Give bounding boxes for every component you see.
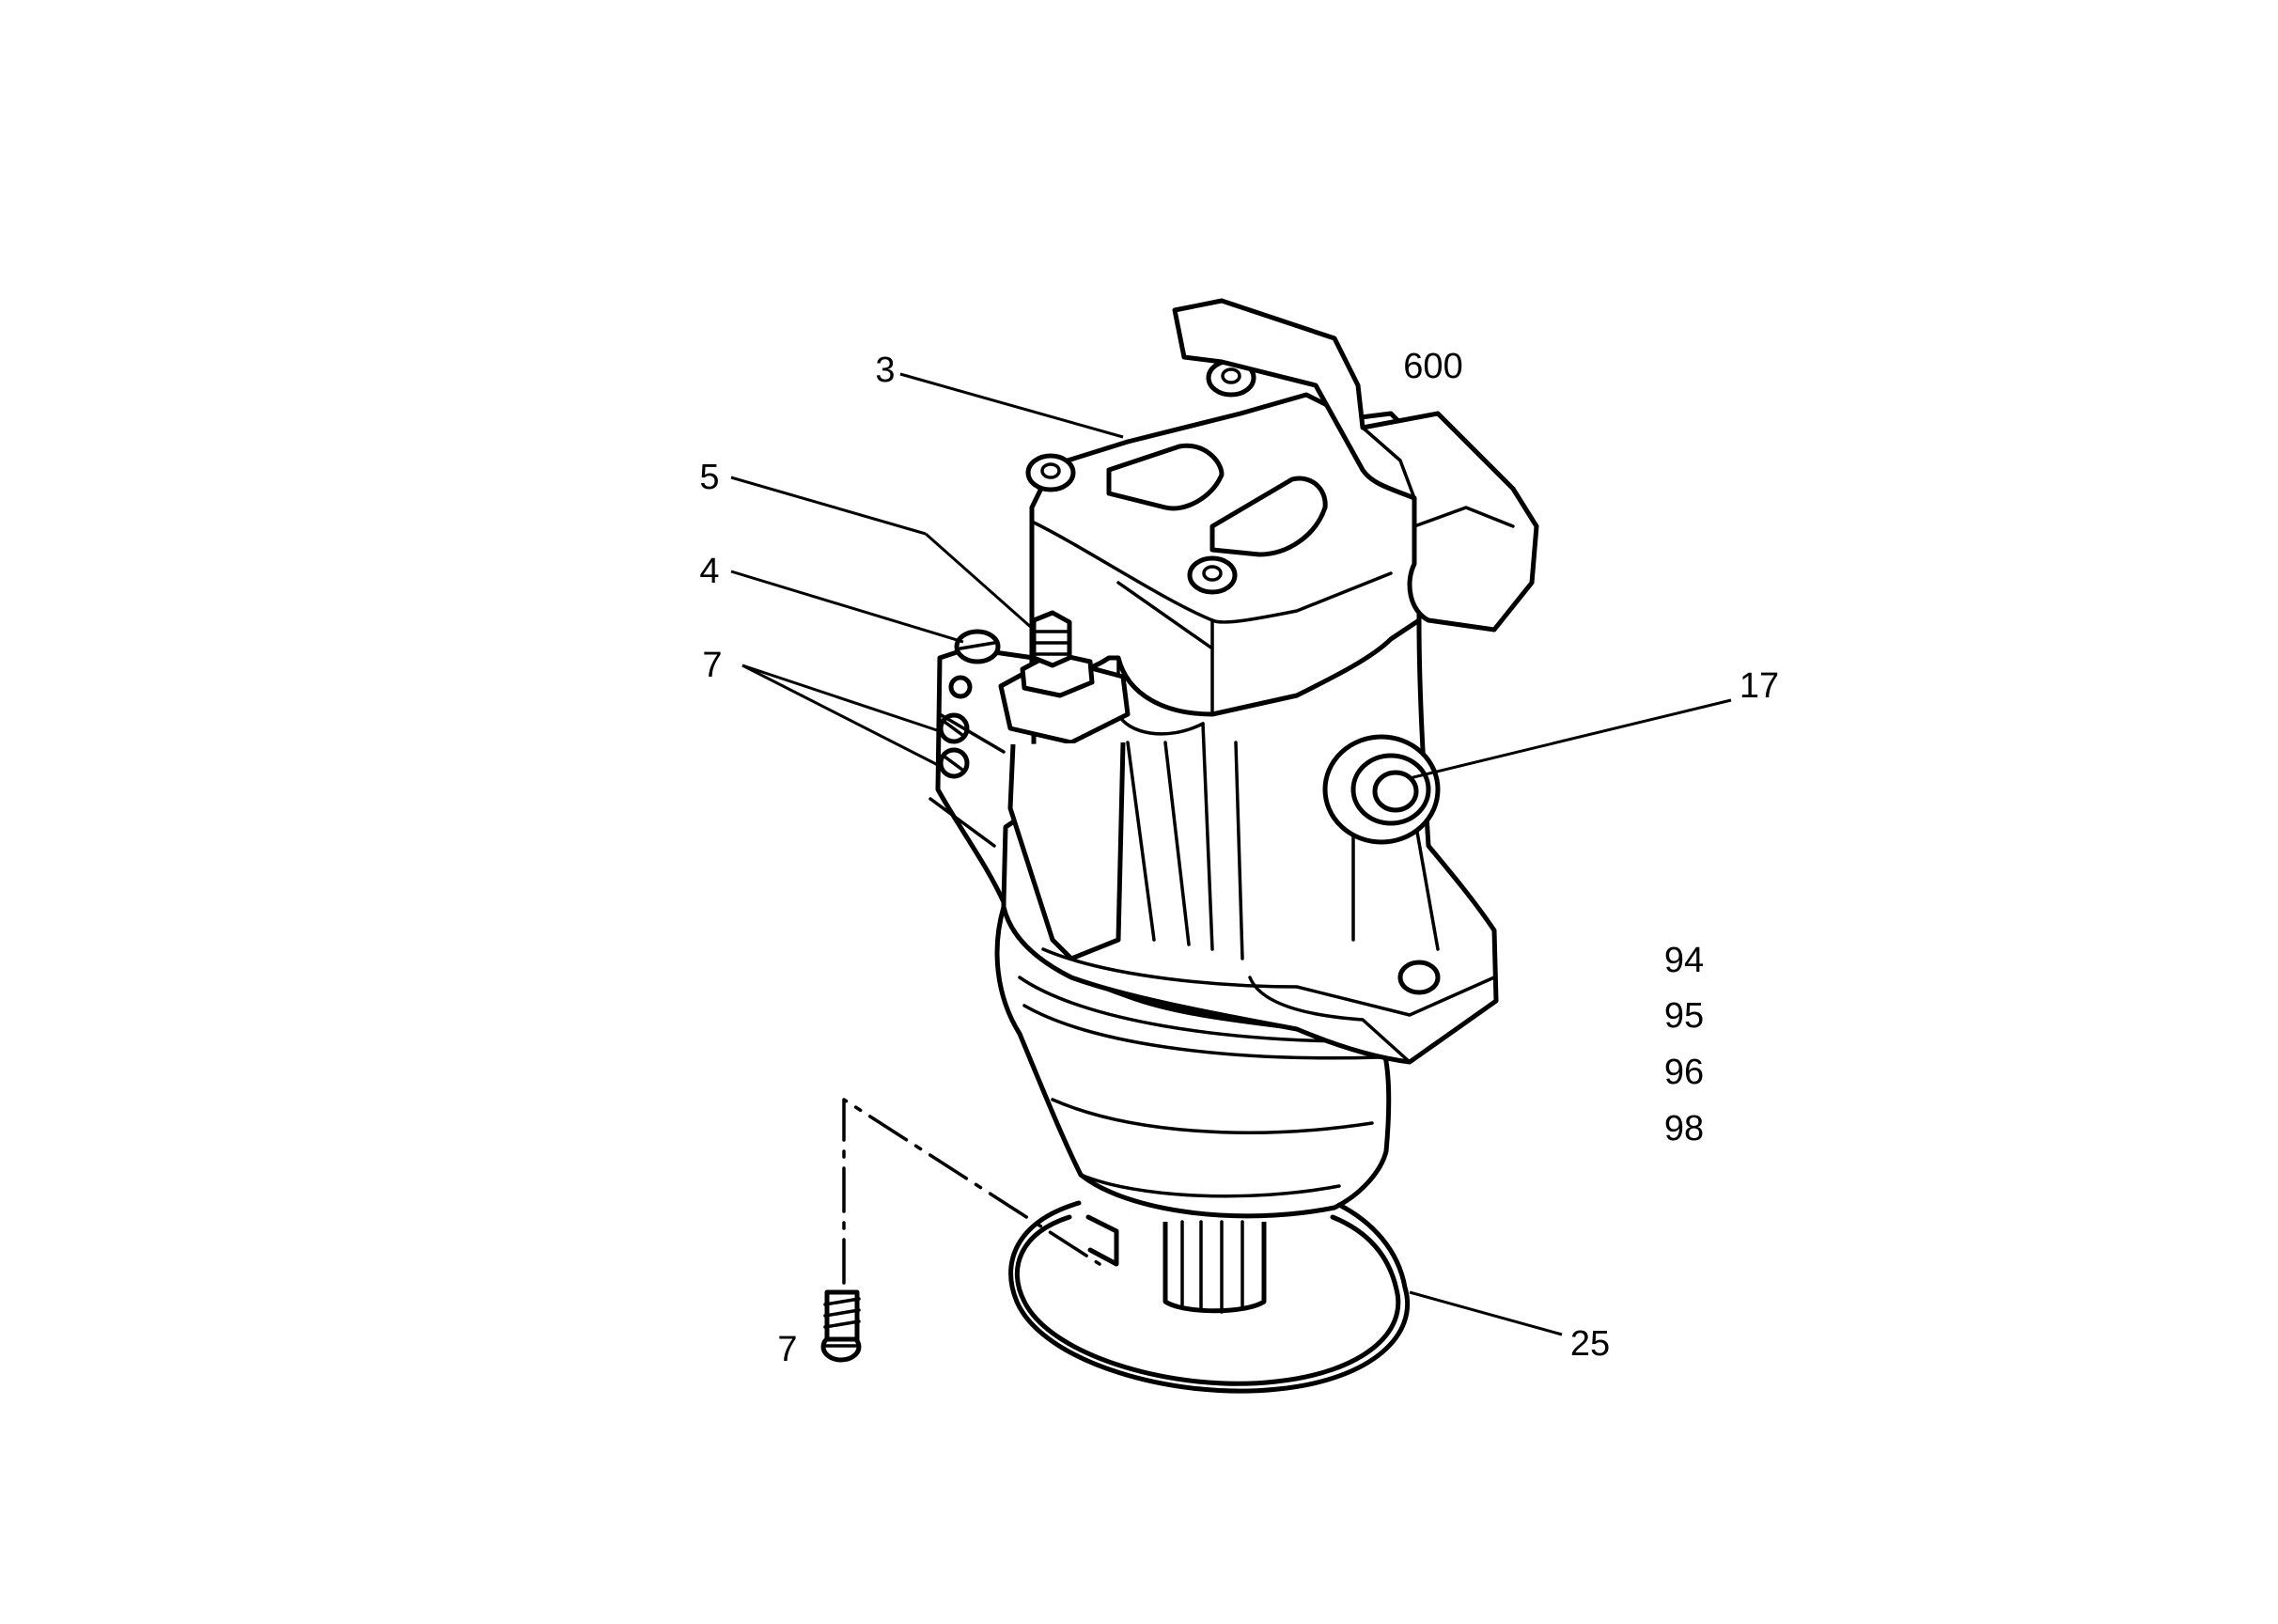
rear-port-housing <box>1172 298 1539 632</box>
plug <box>1322 734 1441 845</box>
callout-5: 5 <box>699 458 719 497</box>
callout-25: 25 <box>1570 1324 1610 1364</box>
callout-7-screw: 7 <box>777 1330 797 1369</box>
o-ring <box>1008 1200 1411 1394</box>
callout-17: 17 <box>1740 666 1779 706</box>
valve-cartridge <box>954 610 1131 961</box>
callout-600: 600 <box>1403 347 1462 386</box>
loose-screw <box>820 1289 862 1363</box>
parts-list-item: 95 <box>1664 996 1704 1036</box>
callout-3: 3 <box>875 351 895 390</box>
callout-7: 7 <box>702 646 722 685</box>
parts-list: 94 95 96 98 <box>1664 941 1704 1148</box>
parts-list-item: 96 <box>1664 1053 1704 1092</box>
leader-lines <box>730 372 1732 1336</box>
parts-list-item: 98 <box>1664 1109 1704 1148</box>
parts-list-item: 94 <box>1664 941 1704 980</box>
assembly-center-line <box>842 1098 1101 1285</box>
callout-4: 4 <box>699 552 719 591</box>
